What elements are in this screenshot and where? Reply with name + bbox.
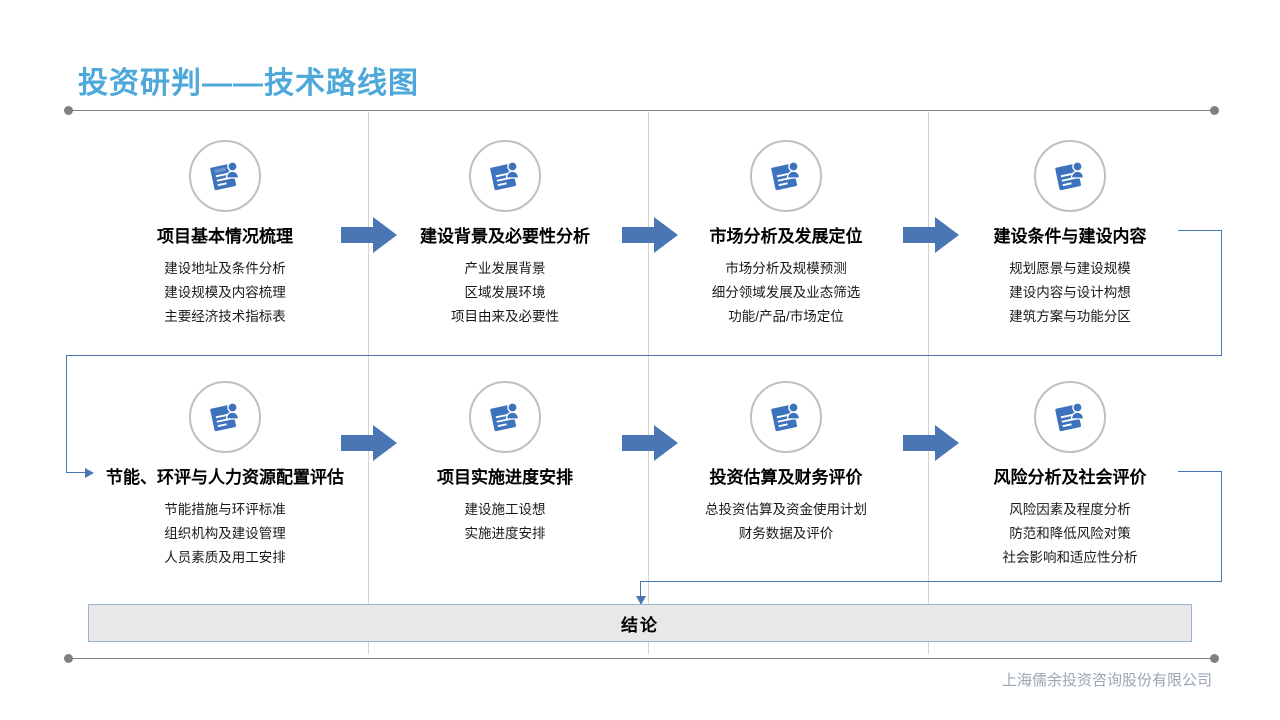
stage-detail-list: 建设地址及条件分析 建设规模及内容梳理 主要经济技术指标表 bbox=[95, 257, 355, 328]
stage-detail-line: 建设地址及条件分析 bbox=[164, 261, 286, 277]
stage-detail-line: 建筑方案与功能分区 bbox=[1009, 308, 1131, 324]
note-profile-icon bbox=[189, 381, 261, 453]
stage-detail-line: 社会影响和适应性分析 bbox=[1002, 549, 1138, 565]
note-profile-icon bbox=[750, 140, 822, 212]
conclusion-connector-middle-segment bbox=[640, 581, 1222, 582]
conclusion-connector-right-segment bbox=[1221, 471, 1222, 582]
column-divider-2 bbox=[648, 112, 649, 654]
top-right-dot bbox=[1210, 106, 1219, 115]
stage-card-5[interactable]: 节能、环评与人力资源配置评估 节能措施与环评标准 组织机构及建设管理 人员素质及… bbox=[95, 381, 355, 569]
stage-detail-line: 建设施工设想 bbox=[464, 502, 546, 518]
stage-card-6[interactable]: 项目实施进度安排 建设施工设想 实施进度安排 bbox=[375, 381, 635, 546]
stage-detail-line: 规划愿景与建设规模 bbox=[1009, 261, 1131, 277]
flow-arrow-right-2 bbox=[622, 215, 678, 255]
stage-title: 市场分析及发展定位 bbox=[709, 227, 863, 246]
column-divider-3 bbox=[928, 112, 929, 654]
stage-detail-list: 市场分析及规模预测 细分领域发展及业态筛选 功能/产品/市场定位 bbox=[656, 257, 916, 328]
stage-detail-line: 区域发展环境 bbox=[464, 284, 546, 300]
stage-detail-list: 总投资估算及资金使用计划 财务数据及评价 bbox=[656, 498, 916, 545]
flow-arrow-right-1 bbox=[341, 215, 397, 255]
stage-detail-list: 建设施工设想 实施进度安排 bbox=[375, 498, 635, 545]
stage-detail-line: 总投资估算及资金使用计划 bbox=[705, 502, 867, 518]
stage-detail-line: 实施进度安排 bbox=[464, 525, 546, 541]
stage-card-4[interactable]: 建设条件与建设内容 规划愿景与建设规模 建设内容与设计构想 建筑方案与功能分区 bbox=[940, 140, 1200, 328]
conclusion-connector-arrowhead bbox=[636, 596, 646, 605]
stage-title: 项目基本情况梳理 bbox=[157, 227, 293, 246]
bottom-divider-rule bbox=[68, 658, 1214, 659]
stage-detail-list: 风险因素及程度分析 防范和降低风险对策 社会影响和适应性分析 bbox=[940, 498, 1200, 569]
stage-detail-line: 人员素质及用工安排 bbox=[164, 549, 286, 565]
page-title: 投资研判——技术路线图 bbox=[78, 67, 419, 100]
bottom-left-dot bbox=[64, 654, 73, 663]
stage-card-1[interactable]: 项目基本情况梳理 建设地址及条件分析 建设规模及内容梳理 主要经济技术指标表 bbox=[95, 140, 355, 328]
note-profile-icon bbox=[1034, 381, 1106, 453]
stage-detail-line: 建设规模及内容梳理 bbox=[164, 284, 286, 300]
wrap-connector-arrowhead bbox=[85, 468, 94, 478]
stage-card-7[interactable]: 投资估算及财务评价 总投资估算及资金使用计划 财务数据及评价 bbox=[656, 381, 916, 546]
stage-title: 投资估算及财务评价 bbox=[709, 468, 863, 487]
stage-detail-line: 主要经济技术指标表 bbox=[164, 308, 286, 324]
stage-detail-line: 风险因素及程度分析 bbox=[1009, 502, 1131, 518]
stage-detail-line: 产业发展背景 bbox=[464, 261, 546, 277]
stage-title: 建设背景及必要性分析 bbox=[420, 227, 590, 246]
stage-detail-line: 细分领域发展及业态筛选 bbox=[711, 284, 861, 300]
stage-title: 项目实施进度安排 bbox=[437, 468, 573, 487]
stage-card-8[interactable]: 风险分析及社会评价 风险因素及程度分析 防范和降低风险对策 社会影响和适应性分析 bbox=[940, 381, 1200, 569]
stage-detail-line: 项目由来及必要性 bbox=[451, 308, 559, 324]
wrap-connector-top-segment bbox=[1178, 230, 1222, 231]
flow-arrow-right-6 bbox=[903, 423, 959, 463]
stage-detail-line: 市场分析及规模预测 bbox=[725, 261, 847, 277]
stage-detail-line: 节能措施与环评标准 bbox=[164, 502, 286, 518]
conclusion-connector-drop-segment bbox=[640, 581, 641, 599]
stage-detail-line: 财务数据及评价 bbox=[738, 525, 834, 541]
wrap-connector-right-segment bbox=[1221, 230, 1222, 356]
flow-arrow-right-5 bbox=[622, 423, 678, 463]
top-left-dot bbox=[64, 106, 73, 115]
flow-arrow-right-4 bbox=[341, 423, 397, 463]
note-profile-icon bbox=[469, 140, 541, 212]
flow-arrow-right-3 bbox=[903, 215, 959, 255]
wrap-connector-entry-segment bbox=[66, 472, 86, 473]
wrap-connector-middle-segment bbox=[66, 355, 1222, 356]
column-divider-1 bbox=[368, 112, 369, 654]
stage-title: 建设条件与建设内容 bbox=[993, 227, 1147, 246]
stage-title: 风险分析及社会评价 bbox=[993, 468, 1147, 487]
stage-card-2[interactable]: 建设背景及必要性分析 产业发展背景 区域发展环境 项目由来及必要性 bbox=[375, 140, 635, 328]
conclusion-bar[interactable]: 结论 bbox=[88, 604, 1192, 642]
stage-detail-list: 产业发展背景 区域发展环境 项目由来及必要性 bbox=[375, 257, 635, 328]
note-profile-icon bbox=[1034, 140, 1106, 212]
stage-detail-list: 规划愿景与建设规模 建设内容与设计构想 建筑方案与功能分区 bbox=[940, 257, 1200, 328]
top-divider-rule bbox=[68, 110, 1214, 111]
stage-detail-line: 建设内容与设计构想 bbox=[1009, 284, 1131, 300]
stage-detail-line: 组织机构及建设管理 bbox=[164, 525, 286, 541]
note-profile-icon bbox=[750, 381, 822, 453]
stage-detail-line: 防范和降低风险对策 bbox=[1009, 525, 1131, 541]
conclusion-connector-top-segment bbox=[1178, 471, 1222, 472]
conclusion-label: 结论 bbox=[621, 615, 659, 635]
stage-title: 节能、环评与人力资源配置评估 bbox=[106, 468, 344, 487]
company-footer: 上海儒余投资咨询股份有限公司 bbox=[1001, 672, 1212, 689]
note-profile-icon bbox=[469, 381, 541, 453]
stage-card-3[interactable]: 市场分析及发展定位 市场分析及规模预测 细分领域发展及业态筛选 功能/产品/市场… bbox=[656, 140, 916, 328]
note-profile-icon bbox=[189, 140, 261, 212]
bottom-right-dot bbox=[1210, 654, 1219, 663]
stage-detail-list: 节能措施与环评标准 组织机构及建设管理 人员素质及用工安排 bbox=[95, 498, 355, 569]
stage-detail-line: 功能/产品/市场定位 bbox=[728, 308, 844, 324]
wrap-connector-left-segment bbox=[66, 355, 67, 472]
